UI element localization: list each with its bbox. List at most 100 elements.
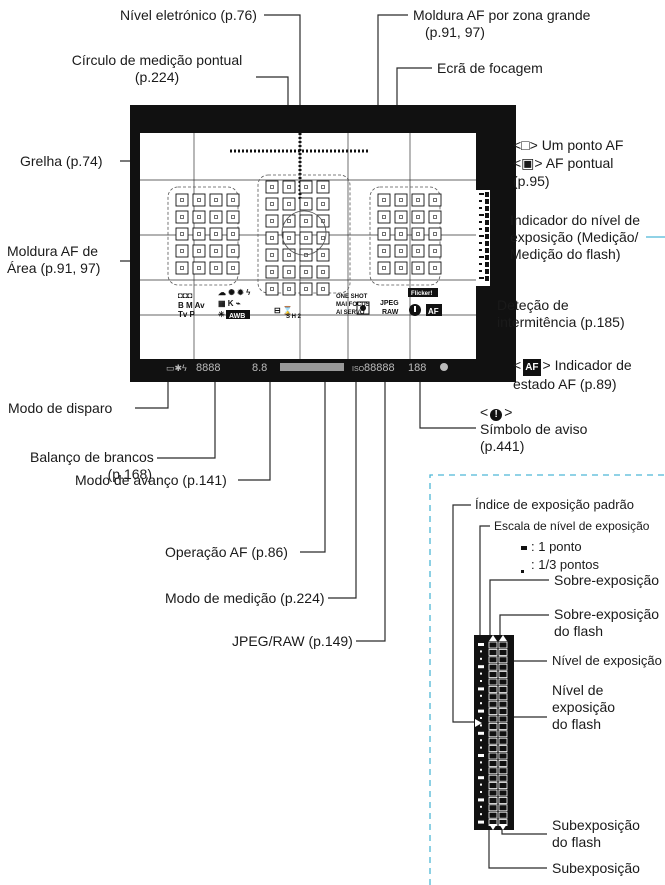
af-point — [226, 261, 240, 275]
flash-exposure-cell — [498, 782, 508, 790]
label-drive-mode: Modo de avanço (p.141) — [75, 472, 227, 488]
af-point-center — [416, 198, 420, 202]
af-point — [299, 282, 313, 296]
warning-icon — [409, 304, 421, 316]
af-point-center — [214, 198, 218, 202]
exposure-cell — [488, 760, 498, 767]
label-single-point-af: <□> Um ponto AF — [513, 137, 624, 153]
af-point — [316, 180, 330, 194]
label-exposure-scale: Escala de nível de exposição — [494, 519, 650, 533]
af-point-center — [214, 215, 218, 219]
exposure-cell — [488, 737, 498, 745]
flash-exposure-cell — [498, 745, 508, 752]
af-point — [394, 193, 408, 207]
flash-exposure-cell — [498, 715, 508, 723]
scale-mark — [478, 643, 484, 646]
af-operation-icon: ONE SHOT MAI FOCUS AI SERVO — [336, 294, 370, 316]
af-point-center — [433, 198, 437, 202]
af-point-center — [304, 236, 308, 240]
af-point-center — [433, 215, 437, 219]
meter-tick — [479, 249, 482, 251]
af-point-center — [304, 219, 308, 223]
af-point — [394, 210, 408, 224]
scale-mark — [478, 709, 484, 713]
exposure-cell — [488, 767, 498, 775]
scale-mark — [480, 650, 482, 653]
af-point — [282, 231, 296, 245]
under-exposure-arrow — [489, 824, 497, 830]
af-point-center — [304, 185, 308, 189]
af-point — [209, 244, 223, 258]
af-point-center — [270, 185, 274, 189]
svg-text:188: 188 — [408, 362, 426, 374]
af-point — [377, 210, 391, 224]
af-point — [282, 248, 296, 262]
flash-exposure-cell — [498, 723, 508, 730]
af-point — [411, 261, 425, 275]
af-point-center — [399, 198, 403, 202]
white-balance-icon: ☁ ✺ ✹ ϟ ▦ K ⌁ ✳ AWB — [218, 288, 251, 320]
af-point-center — [287, 253, 291, 257]
label-standard-exposure-index: Índice de exposição padrão — [475, 497, 635, 512]
svg-text:ONE SHOT: ONE SHOT — [336, 294, 368, 300]
svg-text:◘◘◘: ◘◘◘ — [178, 291, 193, 300]
af-point-center — [197, 232, 201, 236]
exposure-cell — [488, 804, 498, 812]
drive-mode-icon: ⊟ ⌛ S H 2 — [274, 305, 302, 320]
label-exposure-indicator: Indicador do nível de exposição (Medição… — [510, 212, 640, 262]
meter-tick — [479, 228, 482, 230]
af-point-center — [270, 287, 274, 291]
af-point — [411, 193, 425, 207]
af-point — [265, 231, 279, 245]
af-point-center — [231, 232, 235, 236]
af-point — [192, 261, 206, 275]
label-focusing-screen: Ecrã de focagem — [437, 60, 543, 76]
exposure-cell — [488, 811, 498, 819]
warning-icon: ! — [490, 409, 503, 421]
scale-mark — [480, 805, 482, 808]
af-point-center — [270, 202, 274, 206]
af-point-center — [433, 249, 437, 253]
af-point-center — [382, 266, 386, 270]
label-af-status-indicator: <AF> Indicador de estado AF (p.89) — [513, 357, 632, 392]
label-metering-mode: Modo de medição (p.224) — [165, 590, 325, 606]
af-point-center — [399, 249, 403, 253]
svg-text:☁ ✺ ✹ ϟ: ☁ ✺ ✹ ϟ — [218, 288, 251, 297]
af-point — [394, 261, 408, 275]
af-point-center — [321, 236, 325, 240]
af-point-center — [287, 185, 291, 189]
exposure-cell — [488, 774, 498, 782]
exposure-cell — [488, 708, 498, 715]
af-point-center — [287, 236, 291, 240]
meter-bar — [485, 255, 489, 260]
exposure-cell — [488, 671, 498, 678]
af-point-center — [304, 202, 308, 206]
label-one-stop: : 1 ponto — [521, 539, 582, 555]
af-point — [377, 261, 391, 275]
af-point-center — [321, 270, 325, 274]
af-point — [428, 210, 442, 224]
svg-text:MAI FOCUS: MAI FOCUS — [336, 302, 370, 308]
meter-tick — [479, 256, 484, 258]
flash-exposure-cell — [498, 700, 508, 708]
label-af-operation: Operação AF (p.86) — [165, 544, 288, 560]
af-point — [282, 214, 296, 228]
flash-exposure-cell — [498, 774, 508, 782]
af-point — [299, 265, 313, 279]
scale-mark — [480, 746, 482, 749]
af-point — [265, 248, 279, 262]
over-exposure-arrow — [489, 635, 497, 641]
af-point-center — [287, 219, 291, 223]
af-point — [192, 210, 206, 224]
af-point-center — [321, 287, 325, 291]
svg-text:AF: AF — [428, 307, 439, 316]
label-spot-af: <▣> AF pontual — [513, 155, 614, 171]
af-point-center — [197, 249, 201, 253]
exposure-cell — [488, 723, 498, 730]
af-point-center — [214, 266, 218, 270]
meter-bar — [485, 199, 489, 204]
af-point — [411, 210, 425, 224]
flash-exposure-cell — [498, 752, 508, 760]
